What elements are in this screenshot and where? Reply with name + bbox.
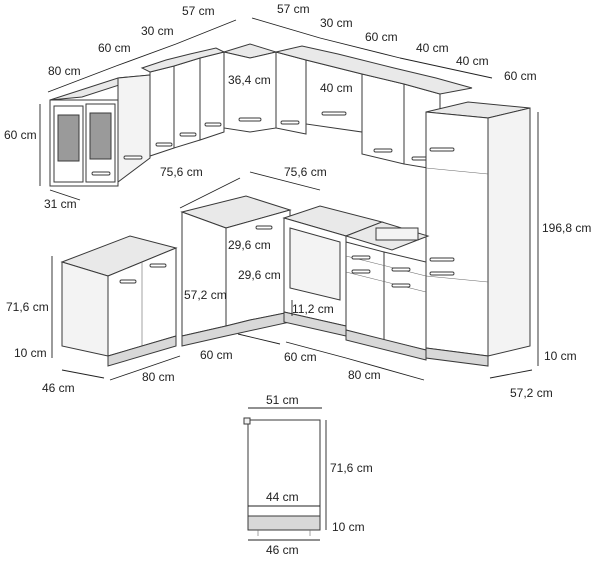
dim-corner-inner-b: 29,6 cm bbox=[238, 268, 281, 282]
dim-upper-d: 60 cm bbox=[365, 30, 398, 44]
dim-corner-base: 60 cm bbox=[200, 348, 233, 362]
handle-icon bbox=[391, 283, 411, 288]
base-cabinets bbox=[60, 195, 430, 367]
tall-side bbox=[487, 107, 531, 357]
corner-base-left bbox=[181, 211, 227, 337]
handle-icon bbox=[255, 225, 273, 230]
dim-upper-left-height: 60 cm bbox=[4, 128, 37, 142]
dim-base-depth-left: 75,6 cm bbox=[160, 165, 203, 179]
oven-cavity bbox=[289, 227, 341, 301]
dim-upper-c: 30 cm bbox=[320, 16, 353, 30]
dim-upper-corner-left: 57 cm bbox=[182, 4, 215, 18]
glass-panel-2 bbox=[89, 112, 112, 160]
handle-icon bbox=[373, 148, 393, 153]
handle-icon bbox=[123, 155, 143, 160]
dim-corner-door: 36,4 cm bbox=[228, 73, 271, 87]
tall-cabinet bbox=[425, 101, 531, 367]
dim-upper-left-width: 80 cm bbox=[48, 64, 81, 78]
dim-base-plinth: 10 cm bbox=[14, 346, 47, 360]
drawer-front-right bbox=[383, 251, 427, 351]
handle-icon bbox=[119, 279, 137, 284]
detail-view bbox=[243, 417, 321, 536]
handle-icon bbox=[351, 255, 371, 260]
handle-icon bbox=[351, 269, 371, 274]
dim-upper-b: 30 cm bbox=[141, 24, 174, 38]
dim-detail-height: 71,6 cm bbox=[330, 461, 373, 475]
dim-base-side-depth: 46 cm bbox=[42, 381, 75, 395]
upper-left-side bbox=[117, 74, 151, 183]
handle-icon bbox=[238, 117, 262, 122]
dim-tall-depth: 57,2 cm bbox=[510, 386, 553, 400]
upper-cabinets bbox=[49, 43, 473, 187]
drawer-plinth bbox=[345, 329, 427, 361]
handle-icon bbox=[280, 120, 300, 125]
dim-tall-plinth: 10 cm bbox=[544, 349, 577, 363]
upper-unit-60 bbox=[149, 65, 175, 157]
handle-icon bbox=[149, 263, 167, 268]
dim-corner-inner-a: 29,6 cm bbox=[228, 238, 271, 252]
handle-icon bbox=[321, 111, 347, 116]
dim-oven-gap: 11,2 cm bbox=[292, 302, 334, 316]
sink-side bbox=[61, 261, 109, 357]
tall-divider bbox=[425, 275, 489, 283]
dim-upper-g: 60 cm bbox=[504, 69, 537, 83]
handle-icon bbox=[429, 271, 455, 276]
handle-icon bbox=[204, 122, 222, 127]
dim-detail-inner: 44 cm bbox=[266, 490, 299, 504]
dim-hood-door: 40 cm bbox=[320, 81, 353, 95]
dim-tall-height: 196,8 cm bbox=[542, 221, 591, 235]
dim-upper-left-depth: 31 cm bbox=[44, 197, 77, 211]
dim-detail-depth: 46 cm bbox=[266, 543, 299, 557]
dim-base-depth-right: 75,6 cm bbox=[284, 165, 327, 179]
dimension-labels: 80 cm 60 cm 31 cm 60 cm 30 cm 57 cm 57 c… bbox=[4, 2, 591, 557]
drawer-divider bbox=[345, 271, 427, 293]
handle-icon bbox=[429, 257, 455, 262]
dim-detail-plinth: 10 cm bbox=[332, 520, 365, 534]
dim-upper-corner-right: 57 cm bbox=[277, 2, 310, 16]
dim-oven-base: 60 cm bbox=[284, 350, 317, 364]
dim-upper-f: 40 cm bbox=[456, 54, 489, 68]
dimension-lines bbox=[39, 17, 539, 541]
handle-icon bbox=[91, 171, 111, 176]
tall-divider bbox=[425, 167, 489, 175]
handle-icon bbox=[429, 147, 455, 152]
upper-right-top bbox=[275, 45, 473, 95]
sink-plinth bbox=[107, 335, 177, 367]
dim-upper-a: 60 cm bbox=[98, 41, 131, 55]
upper-unit-a bbox=[199, 51, 225, 141]
dim-base-height: 71,6 cm bbox=[6, 300, 49, 314]
handle-icon bbox=[179, 132, 197, 137]
detail-plinth bbox=[247, 515, 321, 531]
upper-row-top bbox=[140, 47, 226, 73]
cooktop bbox=[375, 227, 419, 241]
handle-icon bbox=[391, 267, 411, 272]
dim-drawer-base: 80 cm bbox=[348, 368, 381, 382]
dim-upper-e: 40 cm bbox=[416, 41, 449, 55]
handle-icon bbox=[155, 142, 173, 147]
detail-edge bbox=[243, 417, 251, 425]
detail-front bbox=[247, 419, 321, 517]
dim-detail-width: 51 cm bbox=[266, 393, 299, 407]
glass-panel-1 bbox=[57, 114, 80, 162]
dim-corner-door-height: 57,2 cm bbox=[184, 288, 227, 302]
dim-sink-width: 80 cm bbox=[142, 370, 175, 384]
